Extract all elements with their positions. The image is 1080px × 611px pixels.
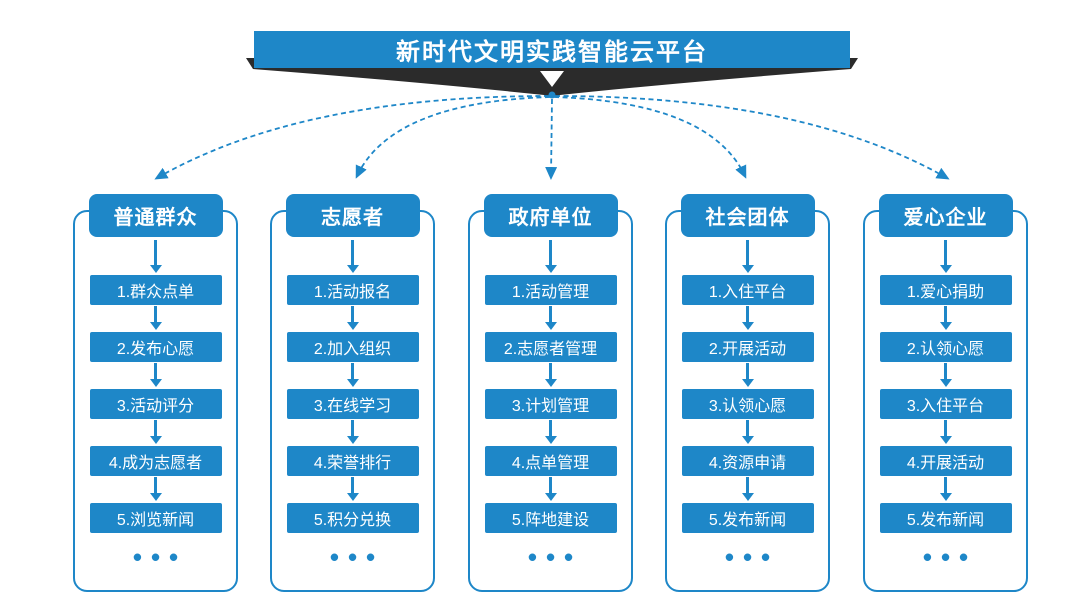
down-arrow-icon bbox=[154, 306, 157, 322]
down-arrow-icon bbox=[351, 240, 354, 265]
column-header: 普通群众 bbox=[88, 194, 223, 237]
step-box: 4.荣誉排行 bbox=[286, 446, 419, 476]
column-caring-enterprises: 爱心企业 1.爱心捐助 2.认领心愿 3.入住平台 4.开展活动 5.发布新闻 … bbox=[863, 194, 1028, 592]
step-box: 1.群众点单 bbox=[89, 275, 222, 305]
down-arrow-icon bbox=[746, 306, 749, 322]
down-arrow-icon bbox=[746, 240, 749, 265]
column-flow: 1.爱心捐助 2.认领心愿 3.入住平台 4.开展活动 5.发布新闻 ••• bbox=[865, 240, 1026, 570]
step-box: 1.活动管理 bbox=[484, 275, 617, 305]
step-box: 5.发布新闻 bbox=[879, 503, 1012, 533]
more-dots: ••• bbox=[724, 542, 780, 572]
step-box: 5.发布新闻 bbox=[681, 503, 814, 533]
connector-to-column-2 bbox=[355, 96, 551, 179]
step-box: 1.爱心捐助 bbox=[879, 275, 1012, 305]
connector-to-column-5 bbox=[554, 95, 950, 180]
down-arrow-icon bbox=[549, 363, 552, 379]
step-box: 2.开展活动 bbox=[681, 332, 814, 362]
more-dots: ••• bbox=[922, 542, 978, 572]
step-box: 4.资源申请 bbox=[681, 446, 814, 476]
down-arrow-icon bbox=[549, 420, 552, 436]
connector-hub-dot bbox=[548, 91, 556, 99]
column-volunteers: 志愿者 1.活动报名 2.加入组织 3.在线学习 4.荣誉排行 5.积分兑换 •… bbox=[270, 194, 435, 592]
step-box: 4.开展活动 bbox=[879, 446, 1012, 476]
column-flow: 1.入住平台 2.开展活动 3.认领心愿 4.资源申请 5.发布新闻 ••• bbox=[667, 240, 828, 570]
step-box: 1.活动报名 bbox=[286, 275, 419, 305]
column-ordinary-people: 普通群众 1.群众点单 2.发布心愿 3.活动评分 4.成为志愿者 5.浏览新闻… bbox=[73, 194, 238, 592]
more-dots: ••• bbox=[132, 542, 188, 572]
down-arrow-icon bbox=[154, 477, 157, 493]
down-arrow-icon bbox=[944, 477, 947, 493]
step-box: 5.积分兑换 bbox=[286, 503, 419, 533]
down-arrow-icon bbox=[746, 477, 749, 493]
down-arrow-icon bbox=[944, 420, 947, 436]
down-arrow-icon bbox=[549, 477, 552, 493]
column-flow: 1.活动管理 2.志愿者管理 3.计划管理 4.点单管理 5.阵地建设 ••• bbox=[470, 240, 631, 570]
step-box: 3.活动评分 bbox=[89, 389, 222, 419]
column-header: 政府单位 bbox=[483, 194, 618, 237]
column-header: 志愿者 bbox=[285, 194, 420, 237]
platform-title-banner: 新时代文明实践智能云平台 bbox=[254, 31, 850, 68]
step-box: 3.入住平台 bbox=[879, 389, 1012, 419]
step-box: 2.认领心愿 bbox=[879, 332, 1012, 362]
step-box: 1.入住平台 bbox=[681, 275, 814, 305]
column-flow: 1.活动报名 2.加入组织 3.在线学习 4.荣誉排行 5.积分兑换 ••• bbox=[272, 240, 433, 570]
down-arrow-icon bbox=[351, 420, 354, 436]
column-government-units: 政府单位 1.活动管理 2.志愿者管理 3.计划管理 4.点单管理 5.阵地建设… bbox=[468, 194, 633, 592]
down-arrow-icon bbox=[351, 306, 354, 322]
down-arrow-icon bbox=[351, 363, 354, 379]
down-arrow-icon bbox=[746, 420, 749, 436]
down-arrow-icon bbox=[154, 240, 157, 265]
column-header: 爱心企业 bbox=[878, 194, 1013, 237]
step-box: 3.认领心愿 bbox=[681, 389, 814, 419]
connector-to-column-1 bbox=[154, 95, 550, 180]
banner-down-arrow-icon bbox=[540, 71, 564, 87]
down-arrow-icon bbox=[549, 306, 552, 322]
column-flow: 1.群众点单 2.发布心愿 3.活动评分 4.成为志愿者 5.浏览新闻 ••• bbox=[75, 240, 236, 570]
down-arrow-icon bbox=[944, 306, 947, 322]
column-header: 社会团体 bbox=[680, 194, 815, 237]
step-box: 5.阵地建设 bbox=[484, 503, 617, 533]
step-box: 2.发布心愿 bbox=[89, 332, 222, 362]
step-box: 4.成为志愿者 bbox=[89, 446, 222, 476]
more-dots: ••• bbox=[527, 542, 583, 572]
platform-title: 新时代文明实践智能云平台 bbox=[396, 39, 708, 66]
step-box: 5.浏览新闻 bbox=[89, 503, 222, 533]
connector-to-column-3 bbox=[545, 98, 558, 180]
down-arrow-icon bbox=[351, 477, 354, 493]
step-box: 3.计划管理 bbox=[484, 389, 617, 419]
step-box: 4.点单管理 bbox=[484, 446, 617, 476]
step-box: 2.志愿者管理 bbox=[484, 332, 617, 362]
down-arrow-icon bbox=[746, 363, 749, 379]
column-social-organizations: 社会团体 1.入住平台 2.开展活动 3.认领心愿 4.资源申请 5.发布新闻 … bbox=[665, 194, 830, 592]
down-arrow-icon bbox=[154, 420, 157, 436]
more-dots: ••• bbox=[329, 542, 385, 572]
step-box: 2.加入组织 bbox=[286, 332, 419, 362]
down-arrow-icon bbox=[154, 363, 157, 379]
down-arrow-icon bbox=[944, 363, 947, 379]
down-arrow-icon bbox=[549, 240, 552, 265]
connector-to-column-4 bbox=[553, 96, 747, 179]
step-box: 3.在线学习 bbox=[286, 389, 419, 419]
down-arrow-icon bbox=[944, 240, 947, 265]
